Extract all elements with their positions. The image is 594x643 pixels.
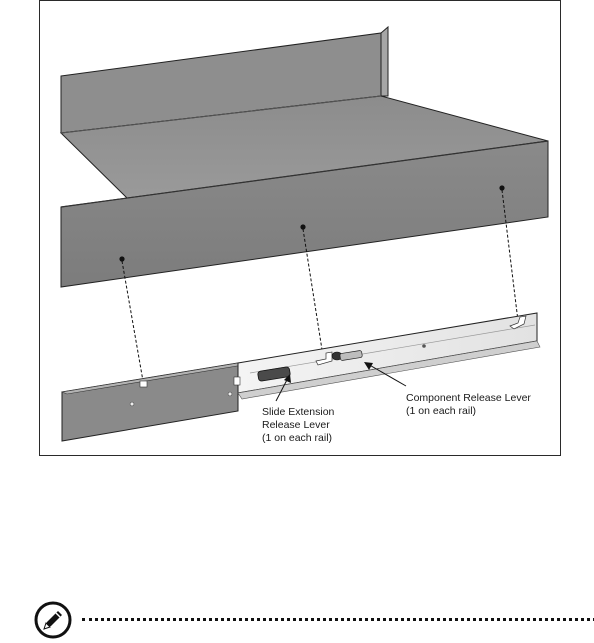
slide-extension-release-lever-label: Slide Extension Release Lever (1 on each… xyxy=(262,406,337,444)
alignment-line xyxy=(122,261,143,381)
mounting-pin xyxy=(119,256,124,261)
note-divider xyxy=(82,618,594,621)
component-release-lever-label: Component Release Lever (1 on each rail) xyxy=(406,392,534,417)
note-row xyxy=(34,601,594,641)
note-pen-icon xyxy=(34,601,72,639)
rail-outer-segment xyxy=(62,363,238,441)
mounting-pin xyxy=(300,224,305,229)
chassis-end-wall xyxy=(381,27,388,96)
figure-frame: Component Release Lever (1 on each rail)… xyxy=(39,0,561,456)
rail-installation-diagram: Component Release Lever (1 on each rail)… xyxy=(40,1,560,455)
mounting-pin xyxy=(499,185,504,190)
